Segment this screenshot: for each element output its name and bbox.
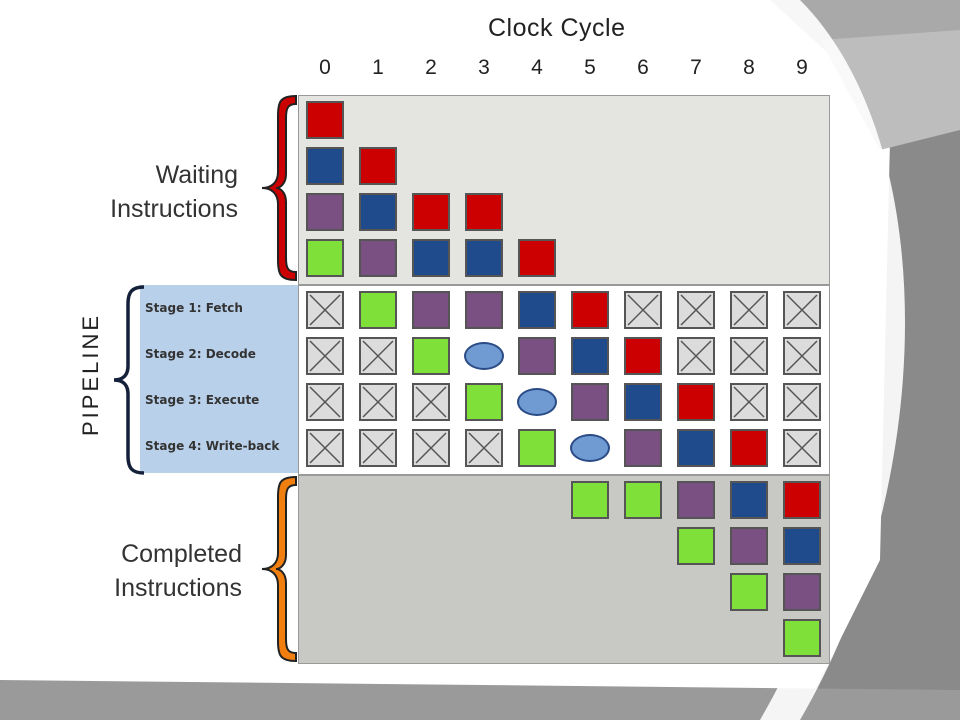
empty-stage-slot xyxy=(465,429,503,467)
pipeline-panel-label-area xyxy=(140,285,298,473)
completed-instruction-blue-cycle-9 xyxy=(783,527,821,565)
cycle-label-4: 4 xyxy=(531,56,543,79)
empty-stage-slot xyxy=(359,337,397,375)
cycle-label-1: 1 xyxy=(372,56,384,79)
completed-instruction-green-cycle-7 xyxy=(677,527,715,565)
background-band-right-light xyxy=(820,30,960,150)
cycle-label-6: 6 xyxy=(637,56,649,79)
waiting-instruction-green-cycle-0 xyxy=(306,239,344,277)
pipeline-instruction-red xyxy=(730,429,768,467)
clock-cycle-title: Clock Cycle xyxy=(488,14,626,42)
pipeline-bubble xyxy=(517,388,557,416)
completed-instruction-purple-cycle-9 xyxy=(783,573,821,611)
pipeline-instruction-green xyxy=(359,291,397,329)
empty-stage-slot xyxy=(359,429,397,467)
completed-instruction-green-cycle-9 xyxy=(783,619,821,657)
waiting-instructions-label: Waiting Instructions xyxy=(60,158,238,226)
pipeline-instruction-red xyxy=(677,383,715,421)
cycle-label-7: 7 xyxy=(690,56,702,79)
waiting-instruction-blue-cycle-0 xyxy=(306,147,344,185)
completed-instructions-label: Completed Instructions xyxy=(60,537,242,605)
pipeline-instruction-blue xyxy=(518,291,556,329)
completed-instruction-green-cycle-5 xyxy=(571,481,609,519)
pipeline-instruction-red xyxy=(571,291,609,329)
empty-stage-slot xyxy=(783,291,821,329)
empty-stage-slot xyxy=(730,383,768,421)
waiting-instruction-red-cycle-0 xyxy=(306,101,344,139)
cycle-label-2: 2 xyxy=(425,56,437,79)
cycle-label-9: 9 xyxy=(796,56,808,79)
waiting-instruction-red-cycle-4 xyxy=(518,239,556,277)
waiting-instruction-purple-cycle-1 xyxy=(359,239,397,277)
empty-stage-slot xyxy=(783,337,821,375)
empty-stage-slot xyxy=(359,383,397,421)
stage-label-decode: Stage 2: Decode xyxy=(145,347,256,361)
pipeline-brace xyxy=(113,285,145,475)
pipeline-instruction-blue xyxy=(677,429,715,467)
pipeline-label: PIPELINE xyxy=(78,312,103,436)
empty-stage-slot xyxy=(306,429,344,467)
waiting-instruction-blue-cycle-2 xyxy=(412,239,450,277)
background-band-right xyxy=(800,120,960,720)
waiting-instruction-red-cycle-1 xyxy=(359,147,397,185)
empty-stage-slot xyxy=(730,291,768,329)
empty-stage-slot xyxy=(412,429,450,467)
empty-stage-slot xyxy=(783,383,821,421)
pipeline-instruction-purple xyxy=(624,429,662,467)
cycle-label-5: 5 xyxy=(584,56,596,79)
completed-instruction-green-cycle-6 xyxy=(624,481,662,519)
cycle-label-0: 0 xyxy=(319,56,331,79)
empty-stage-slot xyxy=(412,383,450,421)
completed-instruction-blue-cycle-8 xyxy=(730,481,768,519)
waiting-label-line2: Instructions xyxy=(110,195,238,223)
stage-label-execute: Stage 3: Execute xyxy=(145,393,260,407)
waiting-instruction-red-cycle-3 xyxy=(465,193,503,231)
completed-instruction-green-cycle-8 xyxy=(730,573,768,611)
completed-instruction-red-cycle-9 xyxy=(783,481,821,519)
empty-stage-slot xyxy=(677,291,715,329)
empty-stage-slot xyxy=(677,337,715,375)
completed-label-line1: Completed xyxy=(121,540,242,568)
stage-label-fetch: Stage 1: Fetch xyxy=(145,301,243,315)
pipeline-instruction-purple xyxy=(518,337,556,375)
cycle-label-8: 8 xyxy=(743,56,755,79)
waiting-instruction-blue-cycle-1 xyxy=(359,193,397,231)
pipeline-instruction-purple xyxy=(465,291,503,329)
pipeline-instruction-red xyxy=(624,337,662,375)
stage-label-write-back-text: Stage 4: Write-back xyxy=(145,439,280,453)
empty-stage-slot xyxy=(306,337,344,375)
completed-instruction-purple-cycle-7 xyxy=(677,481,715,519)
background-band-bottom xyxy=(0,680,960,720)
pipeline-instruction-blue xyxy=(571,337,609,375)
pipeline-instruction-green xyxy=(518,429,556,467)
empty-stage-slot xyxy=(783,429,821,467)
waiting-instruction-blue-cycle-3 xyxy=(465,239,503,277)
cycle-label-3: 3 xyxy=(478,56,490,79)
pipeline-instruction-green xyxy=(465,383,503,421)
completed-label-line2: Instructions xyxy=(114,574,242,602)
waiting-instruction-red-cycle-2 xyxy=(412,193,450,231)
stage-label-write-back: Stage 4: Write-back xyxy=(145,439,307,453)
pipeline-instruction-purple xyxy=(412,291,450,329)
waiting-label-line1: Waiting xyxy=(155,161,238,189)
waiting-instruction-purple-cycle-0 xyxy=(306,193,344,231)
pipeline-instruction-purple xyxy=(571,383,609,421)
waiting-brace xyxy=(261,94,297,282)
empty-stage-slot xyxy=(306,383,344,421)
empty-stage-slot xyxy=(624,291,662,329)
empty-stage-slot xyxy=(306,291,344,329)
completed-brace xyxy=(261,475,297,663)
background-white-arc xyxy=(760,0,905,720)
empty-stage-slot xyxy=(730,337,768,375)
pipeline-bubble xyxy=(464,342,504,370)
pipeline-instruction-blue xyxy=(624,383,662,421)
pipeline-instruction-green xyxy=(412,337,450,375)
pipeline-bubble xyxy=(570,434,610,462)
completed-instruction-purple-cycle-8 xyxy=(730,527,768,565)
